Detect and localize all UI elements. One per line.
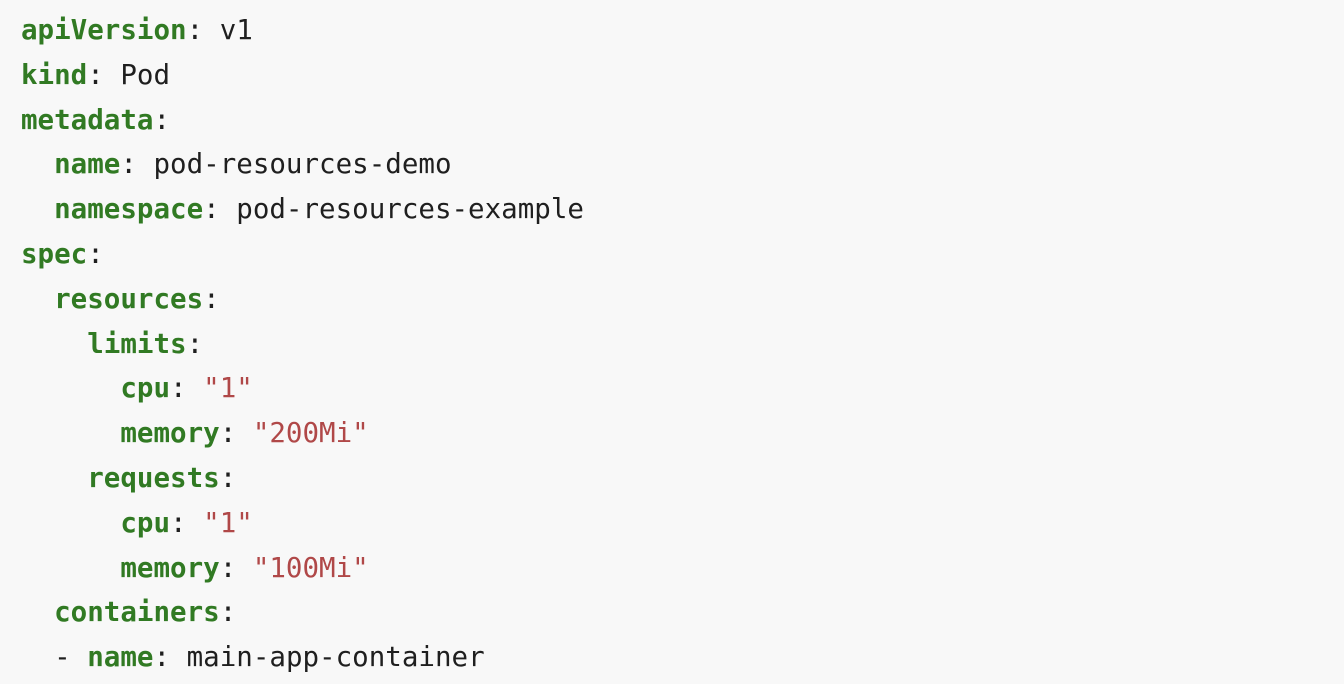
indent — [21, 552, 120, 584]
yaml-key: name — [87, 641, 154, 674]
yaml-value: pod-resources-demo — [153, 148, 452, 181]
yaml-key: kind — [21, 58, 88, 91]
code-line: containers: — [21, 590, 584, 635]
colon: : — [153, 103, 171, 136]
yaml-key: limits — [87, 327, 187, 360]
yaml-key: memory — [120, 417, 220, 450]
code-line: metadata: — [21, 98, 584, 143]
yaml-value: "100Mi" — [252, 551, 369, 584]
yaml-key: resources — [54, 282, 204, 315]
code-line: cpu: "1" — [21, 501, 584, 546]
colon: : — [170, 506, 187, 539]
colon: : — [87, 58, 104, 91]
colon: : — [203, 282, 220, 315]
colon: : — [153, 641, 171, 674]
yaml-key: cpu — [120, 506, 171, 539]
colon: : — [186, 14, 204, 46]
yaml-value: Pod — [120, 58, 171, 91]
yaml-value: v1 — [219, 14, 253, 46]
yaml-key: name — [54, 148, 121, 181]
colon: : — [203, 193, 220, 226]
code-line: limits: — [21, 322, 584, 367]
colon: : — [170, 372, 187, 405]
colon: : — [186, 327, 204, 360]
indent — [21, 193, 54, 225]
indent — [21, 148, 54, 180]
yaml-value: "200Mi" — [252, 417, 369, 450]
yaml-key: metadata — [21, 103, 154, 136]
yaml-value: "1" — [203, 372, 253, 405]
colon: : — [219, 551, 237, 584]
list-dash: - — [54, 641, 88, 674]
yaml-value: "1" — [203, 506, 253, 539]
code-line: resources: — [21, 277, 584, 322]
yaml-value: pod-resources-example — [236, 193, 584, 226]
yaml-key: memory — [120, 551, 220, 584]
colon: : — [219, 461, 237, 494]
colon: : — [120, 148, 137, 181]
yaml-value: main-app-container — [186, 641, 485, 674]
indent — [21, 372, 120, 404]
indent — [21, 328, 87, 360]
code-line: kind: Pod — [21, 53, 584, 98]
yaml-key: apiVersion — [21, 14, 187, 46]
code-line: requests: — [21, 456, 584, 501]
code-line: name: pod-resources-demo — [21, 142, 584, 187]
yaml-key: requests — [87, 461, 220, 494]
yaml-key: spec — [21, 237, 88, 270]
code-line: namespace: pod-resources-example — [21, 187, 584, 232]
indent — [21, 417, 120, 449]
indent — [21, 462, 87, 494]
colon: : — [219, 596, 237, 629]
code-line: - name: main-app-container — [21, 635, 584, 680]
code-line: cpu: "1" — [21, 366, 584, 411]
code-line: memory: "200Mi" — [21, 411, 584, 456]
code-line: memory: "100Mi" — [21, 546, 584, 591]
indent — [21, 596, 54, 628]
indent — [21, 641, 54, 673]
yaml-key: namespace — [54, 193, 204, 226]
yaml-key: containers — [54, 596, 220, 629]
colon: : — [219, 417, 237, 450]
code-line: apiVersion: v1 — [21, 8, 584, 53]
colon: : — [87, 237, 104, 270]
indent — [21, 507, 120, 539]
indent — [21, 283, 54, 315]
yaml-key: cpu — [120, 372, 171, 405]
code-line: spec: — [21, 232, 584, 277]
